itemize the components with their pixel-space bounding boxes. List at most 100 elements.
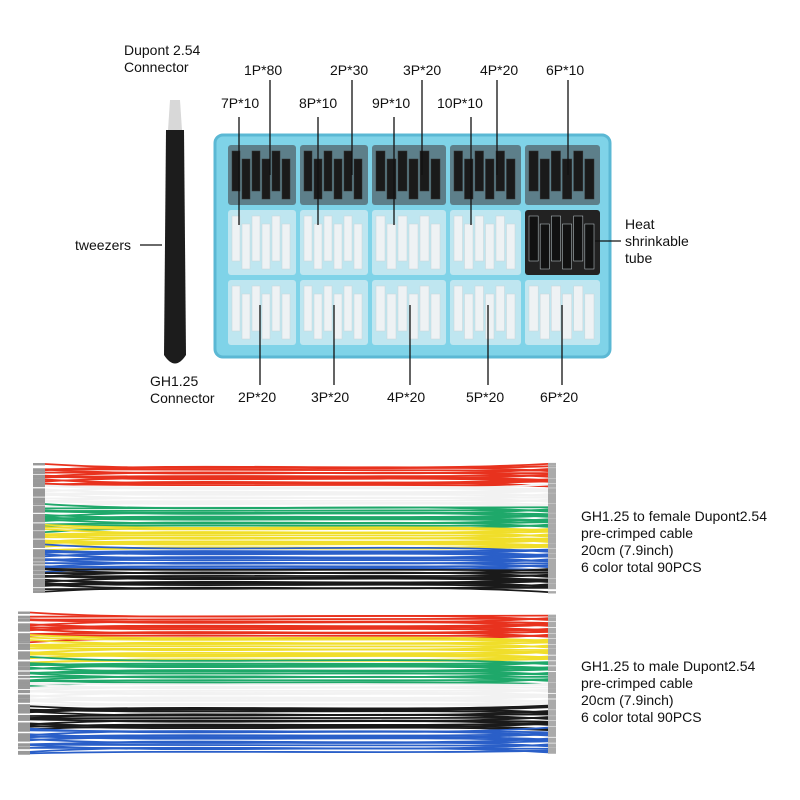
crimp-terminal [548,580,556,583]
heat-shrink-tube [551,215,561,262]
crimp-terminal [18,647,30,650]
cable-wire [44,528,549,538]
connector-piece [231,215,241,262]
connector-piece [464,293,474,340]
crimp-terminal [33,505,45,509]
crimp-terminal [548,530,556,534]
tweezers-tip [168,100,182,130]
crimp-terminal [548,729,556,732]
crimp-terminal [33,463,45,466]
label-line: 6 color total 90PCS [581,559,702,575]
crimp-terminal [548,568,556,571]
crimp-terminal [548,523,556,527]
connector-piece [261,293,271,340]
crimp-terminal [548,684,556,687]
crimp-terminal [548,571,556,575]
cable-wire [29,708,549,714]
crimp-terminal [548,712,556,715]
connector-piece [584,293,595,340]
cable-wire [44,564,549,569]
cable-wire [29,710,549,720]
crimp-terminal [548,462,556,466]
connector-piece [408,223,419,270]
crimp-terminal [548,743,556,746]
crimp-terminal [548,699,556,702]
crimp-terminal [548,713,556,716]
crimp-terminal [18,675,30,679]
connector-piece [539,293,550,340]
label-gh-2p20: 2P*20 [238,389,277,405]
crimp-terminal [548,575,556,579]
cable-wire [44,513,549,522]
gh-title: GH1.25 Connector [150,373,215,407]
cable-wire [29,682,549,687]
cable-wire [44,558,549,568]
crimp-terminal [18,657,30,660]
crimp-terminal [33,572,45,575]
connector-piece [271,150,281,192]
crimp-terminal [548,638,556,642]
crimp-terminal [548,644,556,647]
crimp-terminal [33,580,45,584]
cable-wire [29,671,549,676]
crimp-terminal [548,521,556,524]
cable-wire [29,662,549,669]
label-10p10: 10P*10 [437,95,483,111]
crimp-terminal [548,566,556,569]
cable-wire [29,717,549,726]
cable-wire [29,743,549,747]
crimp-terminal [33,555,45,558]
crimp-terminal [18,611,30,614]
cable-wire [44,492,549,497]
crimp-terminal [548,619,556,622]
cable-wire [44,567,549,572]
crimp-terminal [548,586,556,590]
crimp-terminal [33,578,45,582]
crimp-terminal [18,690,30,693]
cable-wire [29,735,549,742]
crimp-terminal [548,562,556,565]
connector-piece [271,215,281,262]
crimp-terminal [33,516,45,519]
crimp-terminal [18,618,30,621]
connector-piece [303,285,313,332]
crimp-terminal [548,682,556,685]
crimp-terminal [33,503,45,506]
crimp-terminal [548,518,556,521]
crimp-terminal [33,574,45,578]
crimp-terminal [18,679,30,682]
crimp-terminal [548,690,556,693]
crimp-terminal [548,614,556,618]
connector-piece [506,293,516,340]
crimp-terminal [18,744,30,747]
crimp-terminal [548,573,556,577]
crimp-terminal [33,533,45,537]
cable-wire [44,568,549,578]
connector-piece [430,223,441,270]
cable-wire [29,678,549,683]
cable-wire [29,639,549,649]
connector-piece [562,158,572,200]
connector-piece [474,215,484,262]
connector-piece [353,158,363,200]
cable-wire [29,652,549,660]
connector-piece [506,223,516,270]
crimp-terminal [18,652,30,656]
crimp-terminal [548,641,556,645]
crimp-terminal [18,717,30,720]
crimp-terminal [33,475,45,478]
label-line: GH1.25 to male Dupont2.54 [581,658,756,674]
connector-piece [573,150,584,192]
cable-desc-female: GH1.25 to female Dupont2.54 pre-crimped … [581,508,767,576]
cable-wire [44,516,549,523]
crimp-terminal [33,478,45,481]
cable-wire [44,533,549,543]
connector-piece [241,223,251,270]
crimp-terminal [33,518,45,521]
connector-piece [430,293,441,340]
crimp-terminal [33,490,45,493]
cable-wire [44,549,549,556]
crimp-terminal [548,716,556,719]
dupont-title: Dupont 2.54 Connector [124,42,200,76]
